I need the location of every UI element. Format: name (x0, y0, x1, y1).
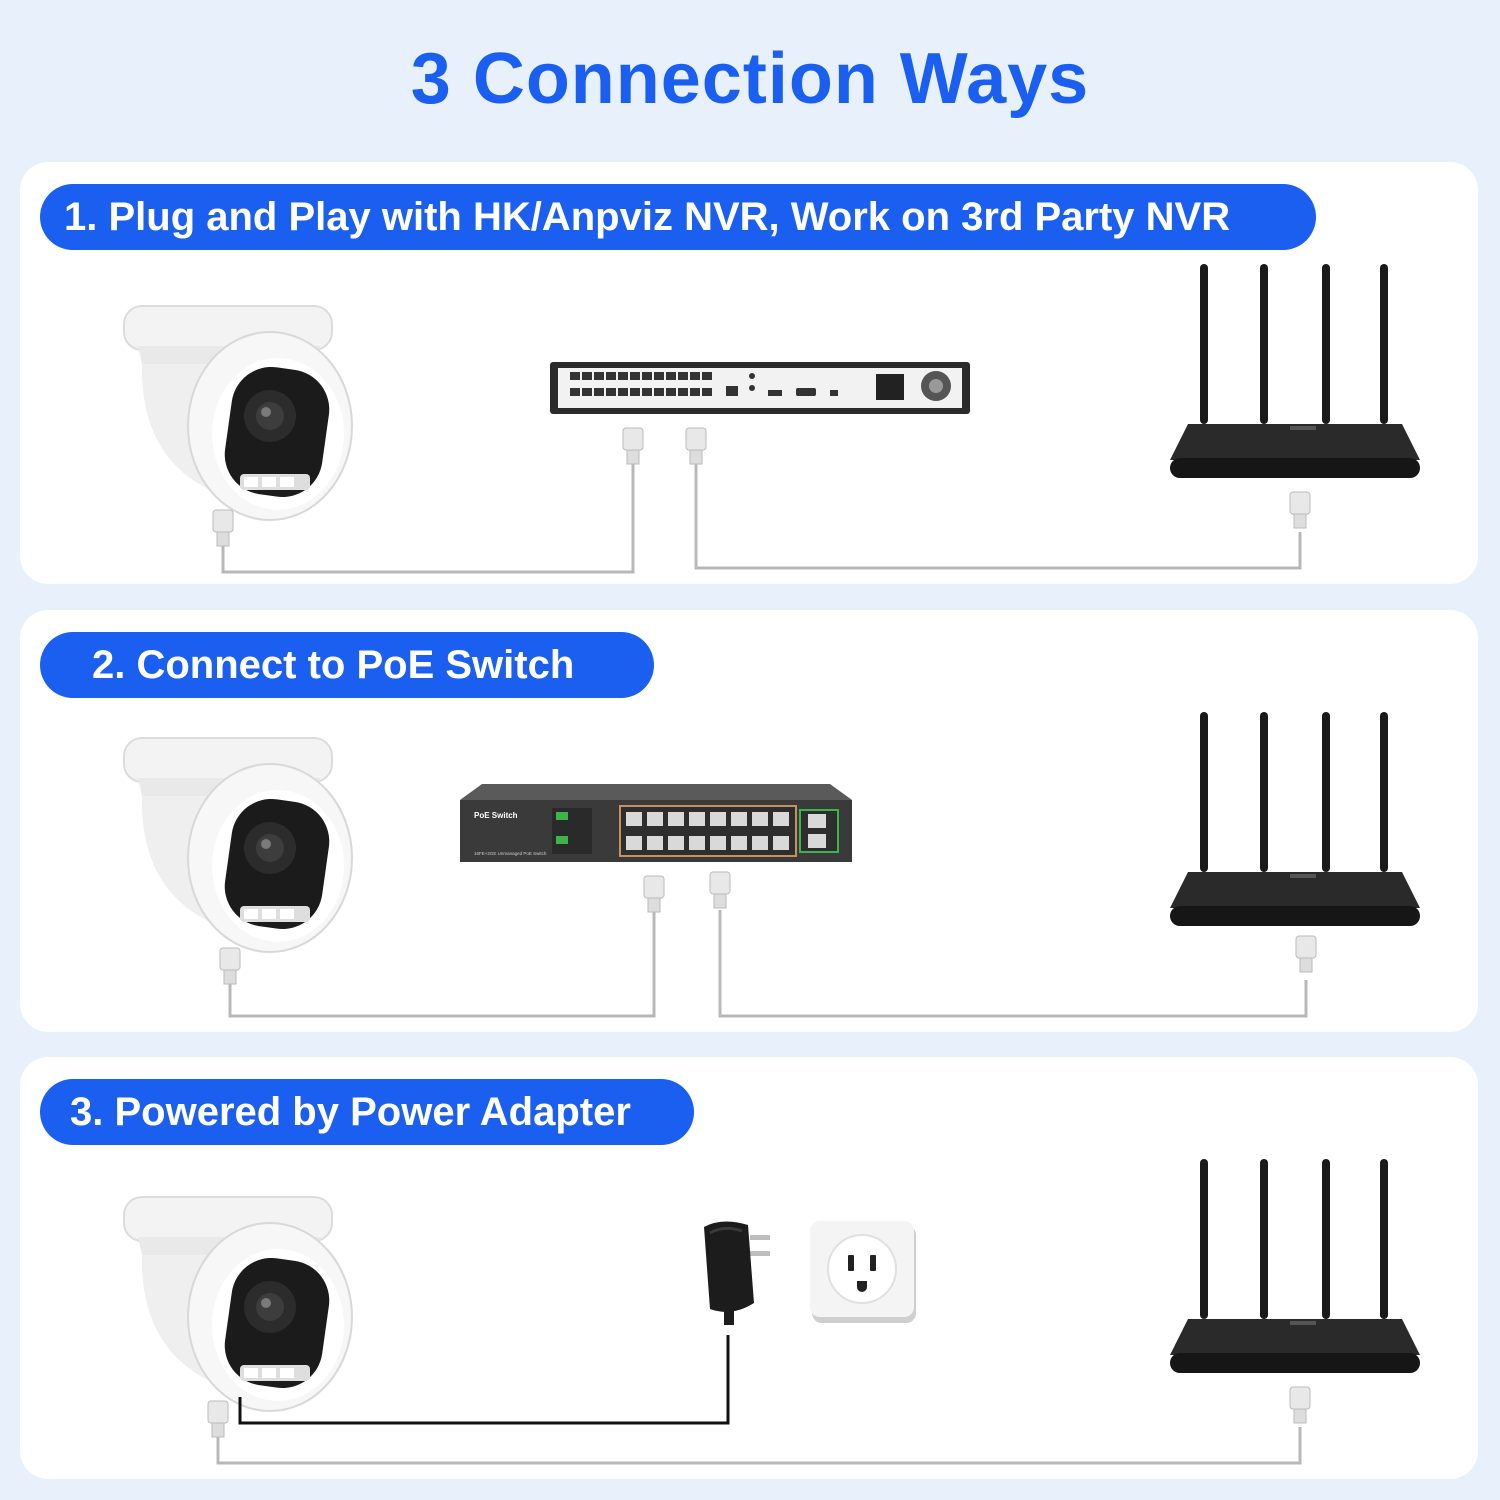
poe-switch-icon: PoE Switch 16FE+2GE Unmanaged PoE Switch (460, 784, 852, 866)
router-icon (1170, 1159, 1420, 1377)
nvr-recorder-icon (550, 362, 970, 416)
method-label-power-adapter: 3. Powered by Power Adapter (40, 1079, 694, 1145)
wall-outlet-icon (810, 1221, 918, 1325)
router-icon (1170, 264, 1420, 482)
rj45-plug-icon (710, 872, 730, 908)
switch-model-label: 16FE+2GE Unmanaged PoE Switch (474, 851, 547, 856)
method-label-nvr: 1. Plug and Play with HK/Anpviz NVR, Wor… (40, 184, 1316, 250)
switch-brand-label: PoE Switch (474, 811, 518, 820)
method-panel-poe-switch: 2. Connect to PoE Switch (20, 610, 1478, 1032)
method-label-poe-switch: 2. Connect to PoE Switch (40, 632, 654, 698)
dome-camera-icon (120, 1197, 360, 1427)
router-icon (1170, 712, 1420, 930)
dome-camera-icon (120, 306, 360, 536)
rj45-plug-icon (686, 428, 706, 464)
rj45-plug-icon (1296, 936, 1316, 972)
page-title: 3 Connection Ways (0, 38, 1500, 120)
power-adapter-icon (692, 1217, 772, 1337)
rj45-plug-icon (623, 428, 643, 464)
rj45-plug-icon (644, 876, 664, 912)
dome-camera-icon (120, 738, 360, 968)
method-panel-nvr: 1. Plug and Play with HK/Anpviz NVR, Wor… (20, 162, 1478, 584)
rj45-plug-icon (1290, 492, 1310, 528)
rj45-plug-icon (1290, 1387, 1310, 1423)
method-panel-power-adapter: 3. Powered by Power Adapter (20, 1057, 1478, 1479)
